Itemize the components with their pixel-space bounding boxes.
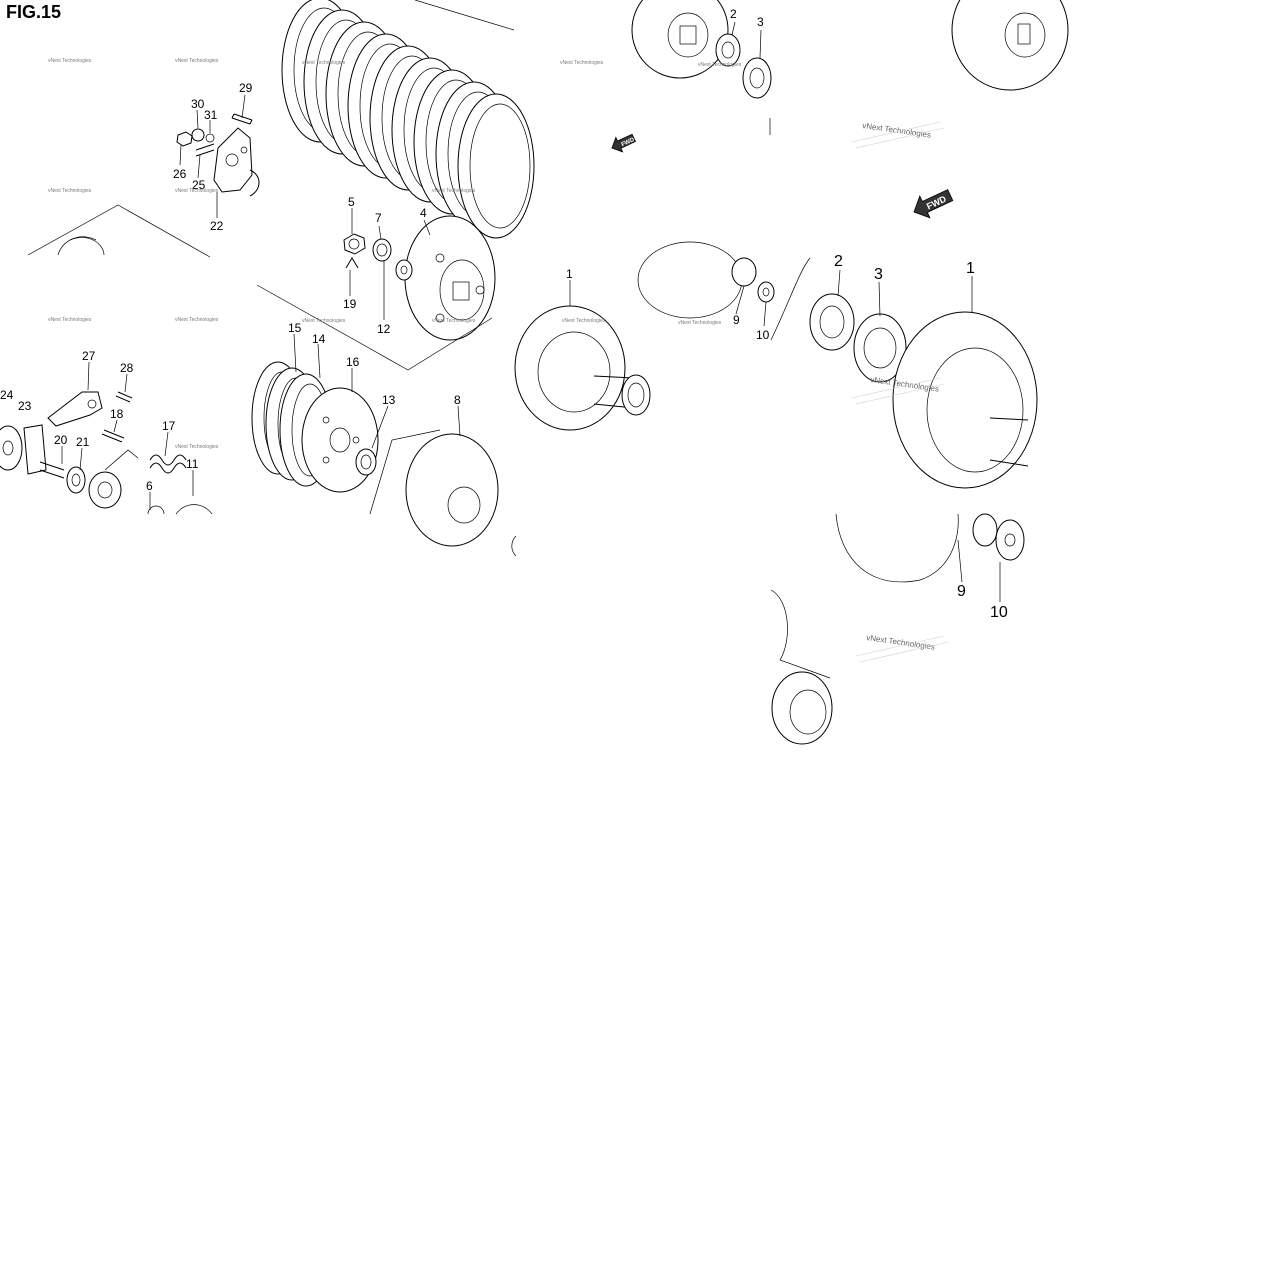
label-part-17: 17 [162, 419, 176, 433]
watermark: vNext Technologies [698, 62, 742, 68]
label-part-7: 7 [375, 211, 382, 225]
watermark: vNext Technologies [175, 317, 219, 323]
label-part-3-small: 3 [757, 15, 764, 29]
fwd-label: FWD [621, 137, 637, 148]
tile-primary-gear-small [511, 241, 775, 557]
watermark: vNext Technologies [302, 60, 346, 66]
watermark: vNext Technologies [48, 188, 92, 194]
label-part-9-small: 9 [733, 313, 740, 327]
watermark: vNext Technologies [862, 121, 932, 140]
label-part-2: 2 [834, 253, 843, 270]
watermark: vNext Technologies [432, 188, 476, 194]
label-part-10-small: 10 [756, 328, 770, 342]
release-arm-shape [47, 391, 103, 427]
tile-release-lever [0, 361, 213, 515]
label-part-21: 21 [76, 435, 90, 449]
tile-primary-gear-large [770, 257, 1038, 489]
tile-clutch-sleeve-top: FWD [611, 0, 772, 153]
figure-title: FIG.15 [6, 2, 62, 22]
clutch-hub-lower-shape [405, 433, 499, 547]
drive-gear-shape [771, 671, 833, 745]
label-part-1-small: 1 [566, 267, 573, 281]
label-part-3: 3 [874, 266, 883, 283]
label-part-6: 6 [146, 479, 153, 493]
watermark: vNext Technologies [175, 58, 219, 64]
label-part-10: 10 [990, 604, 1008, 621]
label-part-12: 12 [377, 322, 391, 336]
label-part-25: 25 [192, 178, 206, 192]
pressure-plate-shape [301, 387, 379, 493]
tile-pressure-plate [251, 333, 499, 547]
spring-shape [149, 454, 187, 474]
watermark: vNext Technologies [562, 318, 606, 324]
label-part-8: 8 [454, 393, 461, 407]
watermark: vNext Technologies [175, 444, 219, 450]
label-part-5: 5 [348, 195, 355, 209]
label-part-19: 19 [343, 297, 357, 311]
label-part-23: 23 [18, 399, 32, 413]
tile-release-bracket [27, 94, 260, 258]
bolt-shape [231, 113, 253, 125]
clutch-plate [457, 93, 535, 239]
label-part-26: 26 [173, 167, 187, 181]
label-part-29: 29 [239, 81, 253, 95]
label-part-30: 30 [191, 97, 205, 111]
watermark: vNext Technologies [678, 320, 722, 326]
watermark: vNext Technologies [48, 58, 92, 64]
label-part-4: 4 [420, 206, 427, 220]
label-part-14: 14 [312, 332, 326, 346]
watermark: vNext Technologies [560, 60, 604, 66]
label-part-28: 28 [120, 361, 134, 375]
label-part-1: 1 [966, 260, 975, 277]
tile-clutch-plates [256, 0, 535, 371]
clutch-plate-inner [469, 103, 531, 229]
clutch-plate-stack [281, 0, 535, 239]
watermark: vNext Technologies [175, 188, 219, 194]
label-part-16: 16 [346, 355, 360, 369]
label-part-27: 27 [82, 349, 96, 363]
label-part-9: 9 [957, 583, 966, 600]
label-part-13: 13 [382, 393, 396, 407]
watermark: vNext Technologies [302, 318, 346, 324]
label-part-31: 31 [204, 108, 218, 122]
primary-gear-housing-small [514, 305, 626, 431]
watermark: vNext Technologies [432, 318, 476, 324]
label-part-11: 11 [186, 457, 199, 471]
label-part-15: 15 [288, 321, 302, 335]
tile-clutch-outer-top: FWD [913, 0, 1069, 219]
spacer-bush-shape [809, 293, 855, 351]
fwd-arrow-large: FWD [913, 189, 954, 219]
label-part-20: 20 [54, 433, 68, 447]
primary-driven-gear-shape [892, 311, 1038, 489]
fwd-arrow-small: FWD [611, 133, 637, 153]
label-part-2-small: 2 [730, 7, 737, 21]
label-part-18: 18 [110, 407, 124, 421]
label-part-22: 22 [210, 219, 224, 233]
watermark: vNext Technologies [866, 633, 936, 652]
tile-oil-pump-gear [770, 513, 1025, 745]
label-part-24: 24 [0, 388, 14, 402]
watermark: vNext Technologies [48, 317, 92, 323]
part-number-labels: 29 30 31 26 25 22 5 7 4 19 12 2 3 27 28 … [0, 7, 1008, 621]
release-bracket-shape [213, 127, 253, 193]
